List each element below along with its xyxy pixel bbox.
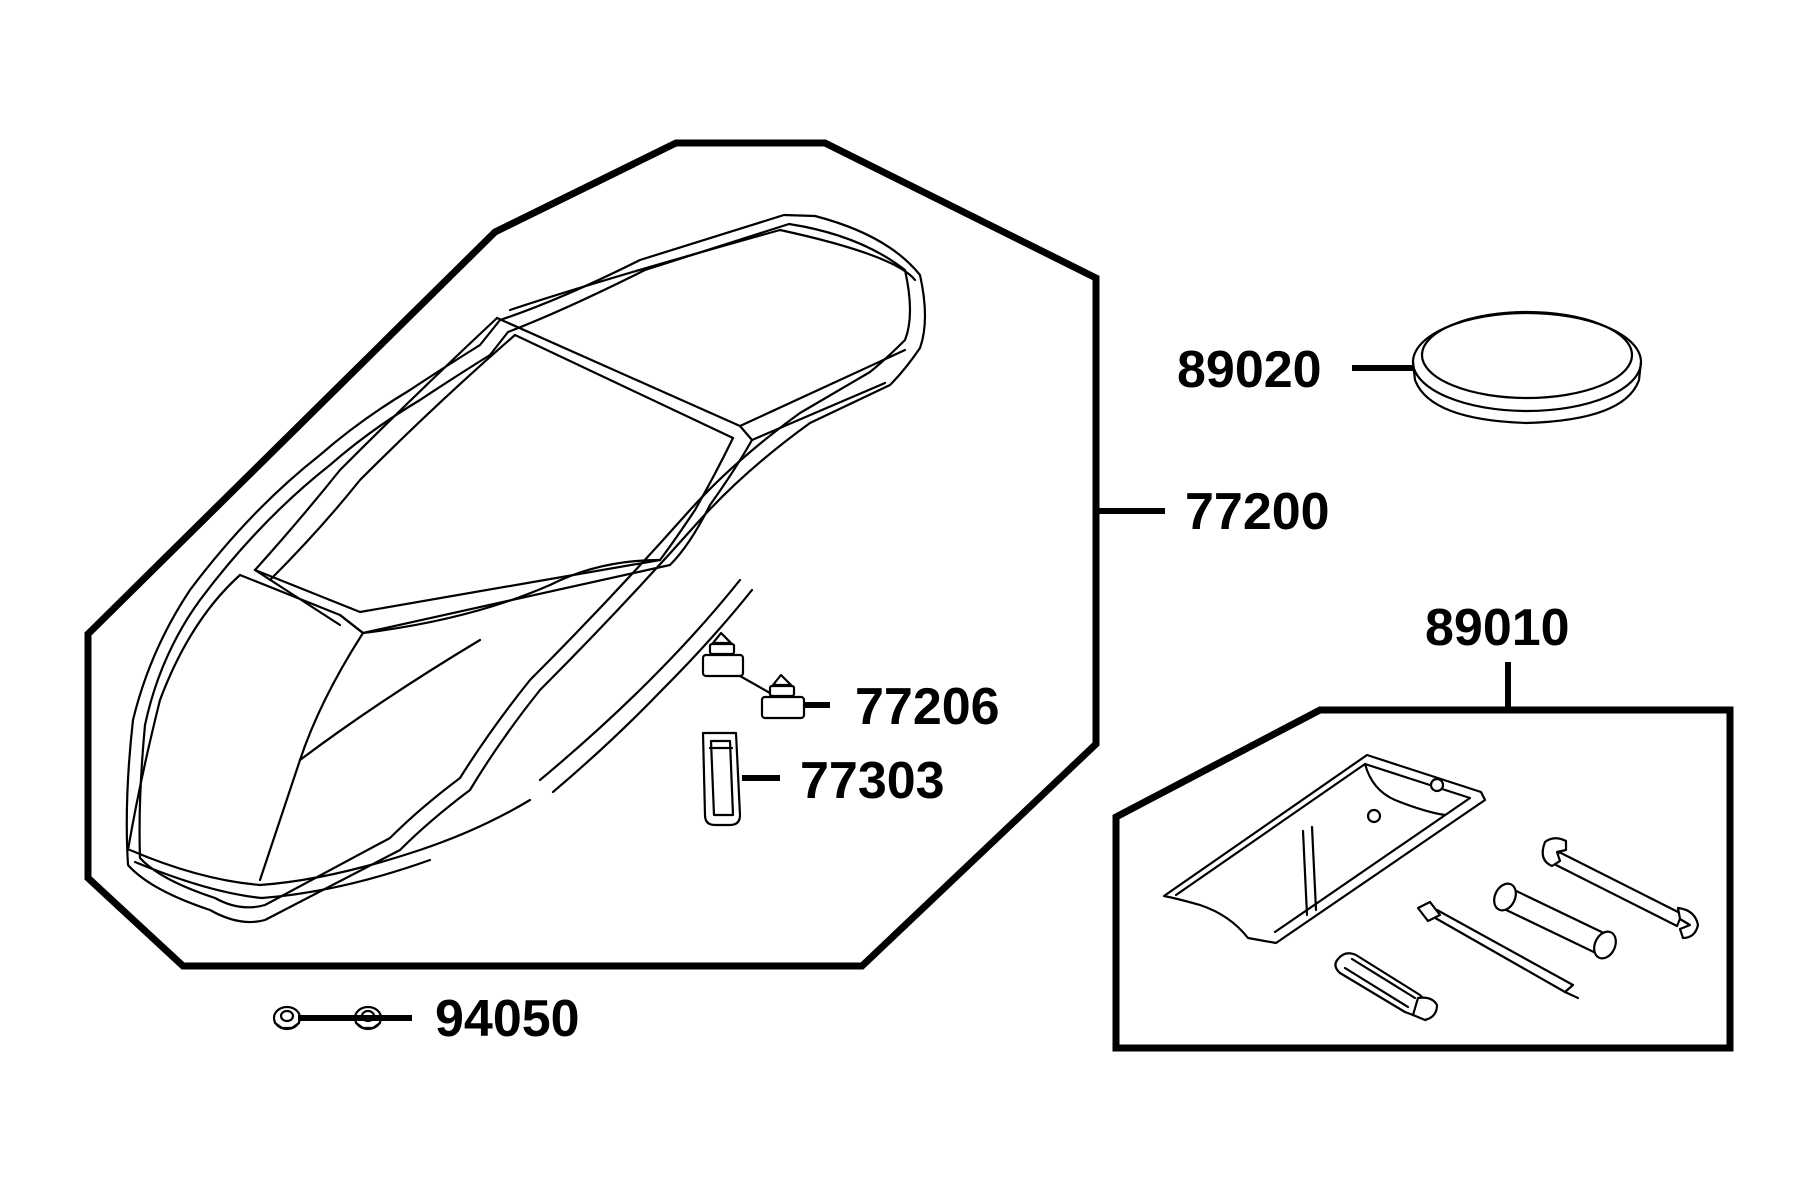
seat-hook-illustration — [701, 631, 806, 720]
seat-hook-label: 77206 — [855, 678, 1000, 736]
belt-illustration — [1411, 310, 1643, 425]
tool-kit-label: 89010 — [1425, 599, 1570, 657]
tool-kit-frame — [1112, 706, 1734, 1052]
belt-label: 89020 — [1177, 341, 1322, 399]
tool-kit-illustration — [1162, 753, 1700, 1022]
nut-label: 94050 — [435, 990, 580, 1048]
seat-illustration — [125, 213, 927, 924]
seat-assembly-frame — [84, 139, 1100, 970]
seat-clip-illustration — [701, 731, 742, 827]
seat-assembly-label: 77200 — [1185, 483, 1330, 541]
seat-clip-label: 77303 — [800, 752, 945, 810]
